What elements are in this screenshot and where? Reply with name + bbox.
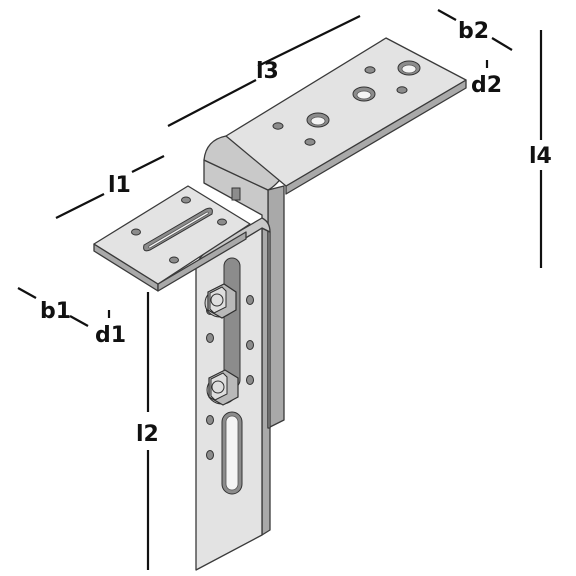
b2-line-left: [437, 9, 457, 21]
dimension-lines: [17, 9, 543, 570]
small-plate-edge-right: [157, 231, 247, 292]
small-hole: [169, 256, 179, 264]
upper-bracket-wall: [203, 159, 285, 429]
small-plate: [93, 185, 271, 292]
l3-line-lower: [167, 79, 257, 127]
nut-thread: [211, 380, 225, 394]
l3-line-upper: [257, 15, 361, 67]
large-hole-inner: [310, 116, 326, 126]
label-d2: d2: [471, 73, 502, 98]
lower-nut: [206, 369, 239, 406]
vertical-slot-inner: [225, 415, 239, 491]
l1-line-lower: [55, 193, 105, 219]
hole: [246, 340, 254, 350]
upper-nut: [204, 283, 237, 319]
label-b2: b2: [458, 19, 489, 44]
dimension-labels: l3 b2 d2 l4 l1 b1 d1 l2: [40, 19, 552, 447]
label-l1: l1: [108, 173, 131, 198]
top-plate: [203, 37, 467, 195]
label-l2: l2: [136, 422, 159, 447]
label-b1: b1: [40, 299, 71, 324]
l1-line-upper: [131, 155, 165, 173]
hole: [206, 333, 214, 343]
large-hole-inner: [401, 64, 417, 74]
b2-line-right: [491, 37, 513, 51]
small-hole: [272, 122, 284, 130]
small-hole: [131, 228, 141, 236]
label-d1: d1: [95, 323, 126, 348]
nut-thread: [210, 293, 224, 307]
hole: [246, 295, 254, 305]
hole: [206, 450, 214, 460]
small-hole: [181, 196, 191, 204]
large-hole-inner: [356, 90, 372, 100]
small-hole: [217, 218, 227, 226]
label-l4: l4: [529, 144, 552, 169]
hole: [246, 375, 254, 385]
b1-line-right: [69, 315, 89, 327]
small-plate-slot-inner: [148, 211, 209, 249]
upper-vertical-slot: [223, 257, 241, 389]
hole: [206, 415, 214, 425]
small-hole: [364, 66, 376, 74]
small-hole: [396, 86, 408, 94]
label-l3: l3: [256, 59, 279, 84]
small-hole: [304, 138, 316, 146]
wall-square-hole: [231, 187, 241, 201]
b1-line-left: [17, 287, 37, 299]
